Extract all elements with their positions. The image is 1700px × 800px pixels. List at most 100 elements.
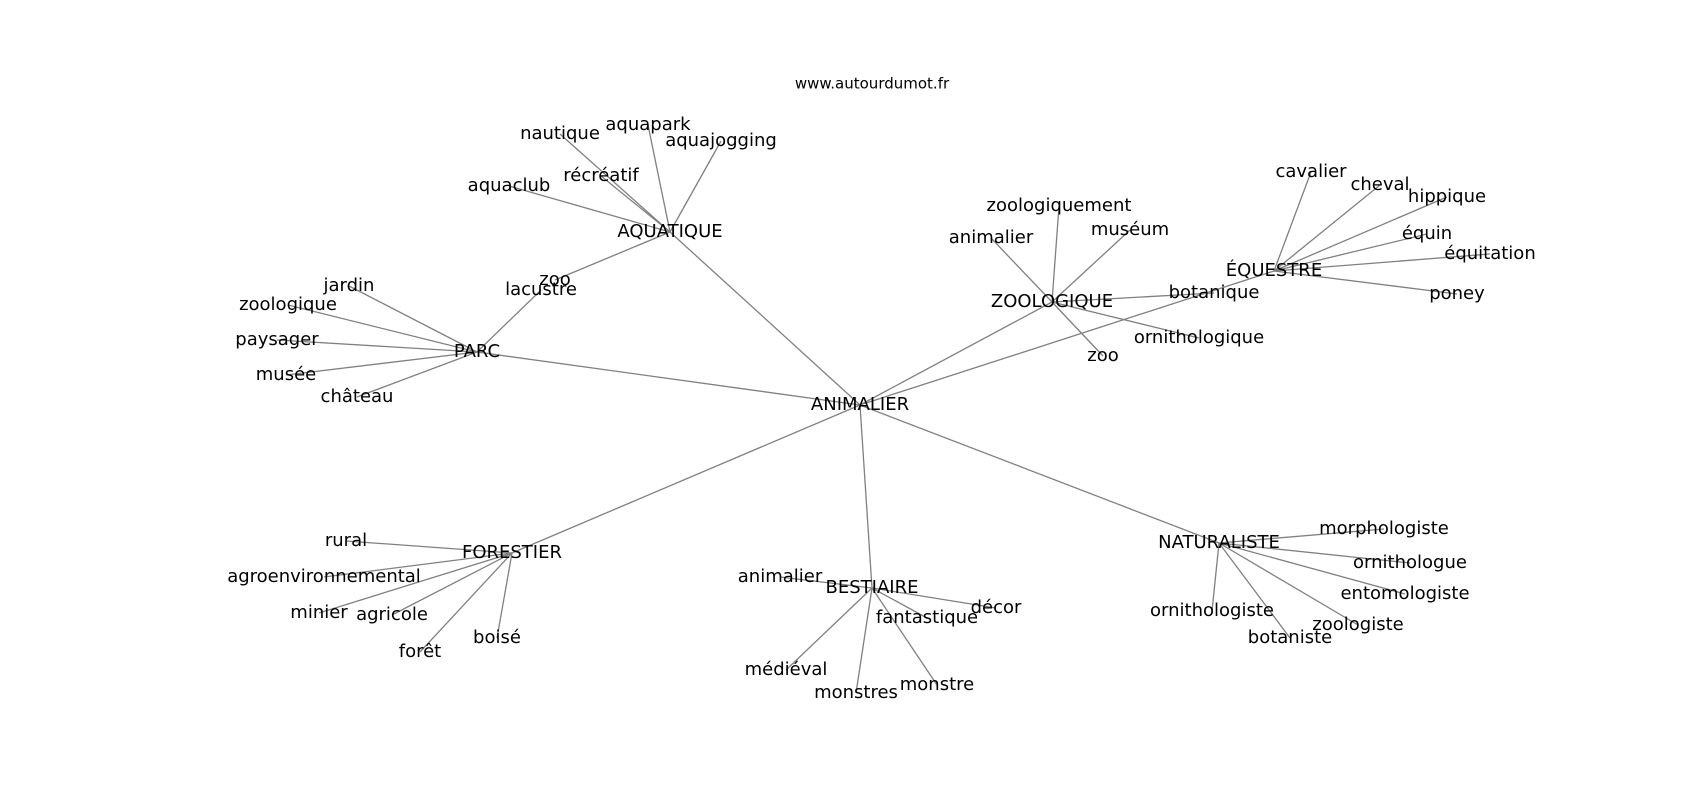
- node-fo-boise[interactable]: boisé: [473, 627, 521, 648]
- edge-parc-pa-musee: [285, 351, 478, 376]
- source-label: www.autourdumot.fr: [795, 75, 950, 93]
- node-na-entomologiste[interactable]: entomologiste: [1340, 583, 1469, 604]
- edge-parc-pa-lacustre: [476, 289, 542, 353]
- node-fo-minier[interactable]: minier: [290, 602, 348, 623]
- edge-naturaliste-na-ornithologiste: [1211, 542, 1220, 612]
- node-animalier[interactable]: ANIMALIER: [811, 394, 909, 415]
- edge-forestier-fo-agroenvironnemental: [323, 552, 513, 578]
- edge-aquatique-aq-aquapark: [647, 124, 671, 233]
- node-pa-zoologique[interactable]: zoologique: [239, 294, 337, 315]
- node-zo-zoologiquement[interactable]: zoologiquement: [987, 195, 1132, 216]
- node-pa-jardin[interactable]: jardin: [323, 275, 375, 296]
- edge-aquatique-aq-nautique: [559, 133, 671, 233]
- node-aq-aquajogging[interactable]: aquajogging: [665, 130, 777, 151]
- node-eq-equin[interactable]: équin: [1402, 223, 1452, 244]
- edge-bestiaire-be-monstre: [871, 587, 938, 686]
- node-be-animalier[interactable]: animalier: [738, 566, 823, 587]
- edge-bestiaire-be-animalier: [779, 576, 873, 589]
- edge-animalier-bestiaire: [859, 404, 873, 589]
- node-naturaliste[interactable]: NATURALISTE: [1158, 532, 1280, 553]
- node-aq-recreatif[interactable]: récréatif: [563, 165, 639, 186]
- edge-naturaliste-na-ornithologue: [1218, 542, 1411, 564]
- node-pa-musee[interactable]: musée: [256, 364, 316, 385]
- node-na-zoologiste[interactable]: zoologiste: [1312, 614, 1403, 635]
- edge-animalier-zoologique: [859, 301, 1053, 406]
- node-forestier[interactable]: FORESTIER: [462, 542, 562, 563]
- edge-forestier-fo-boise: [496, 552, 513, 639]
- node-na-botaniste[interactable]: botaniste: [1248, 627, 1332, 648]
- edge-zoologique-zo-ornithologique: [1051, 301, 1200, 339]
- edge-equestre-eq-equin: [1273, 233, 1428, 272]
- edge-equestre-eq-hippique: [1273, 196, 1448, 272]
- node-na-morphologiste[interactable]: morphologiste: [1319, 518, 1449, 539]
- edge-bestiaire-be-medieval: [785, 587, 873, 671]
- node-fo-agricole[interactable]: agricole: [356, 604, 428, 625]
- node-be-decor[interactable]: décor: [971, 597, 1022, 618]
- node-eq-cheval[interactable]: cheval: [1350, 174, 1409, 195]
- edge-parc-pa-zoologique: [287, 304, 478, 353]
- graph-labels: ANIMALIER AQUATIQUE PARC ZOOLOGIQUE ÉQUESTRE…: [227, 114, 1536, 703]
- graph-edges: [276, 124, 1491, 694]
- node-aq-zoo[interactable]: zoo: [539, 269, 570, 290]
- node-aq-nautique[interactable]: nautique: [520, 123, 600, 144]
- node-be-medieval[interactable]: médiéval: [745, 659, 828, 680]
- node-zoologique[interactable]: ZOOLOGIQUE: [991, 291, 1113, 312]
- edge-forestier-fo-rural: [345, 540, 513, 554]
- edge-equestre-eq-equitation: [1273, 253, 1491, 272]
- edge-zoologique-zo-animalier: [990, 237, 1053, 303]
- edge-bestiaire-be-fantastique: [871, 587, 928, 619]
- edge-bestiaire-be-decor: [871, 587, 997, 609]
- edge-forestier-fo-minier: [318, 552, 513, 614]
- node-na-ornithologue[interactable]: ornithologue: [1353, 552, 1467, 573]
- node-fo-rural[interactable]: rural: [325, 530, 367, 551]
- edge-equestre-eq-cavalier: [1273, 171, 1312, 272]
- node-parc[interactable]: PARC: [454, 341, 500, 362]
- edge-bestiaire-be-monstres: [855, 587, 873, 694]
- node-zo-botanique[interactable]: botanique: [1169, 282, 1260, 303]
- node-zo-zoo[interactable]: zoo: [1087, 345, 1118, 366]
- node-eq-equitation[interactable]: équitation: [1444, 243, 1535, 264]
- node-fo-agroenvironnemental[interactable]: agroenvironnemental: [227, 566, 421, 587]
- node-be-monstres[interactable]: monstres: [814, 682, 898, 703]
- node-aquatique[interactable]: AQUATIQUE: [617, 221, 722, 242]
- node-fo-foret[interactable]: forêt: [399, 641, 442, 662]
- node-zo-ornithologique[interactable]: ornithologique: [1134, 327, 1264, 348]
- node-pa-chateau[interactable]: château: [321, 386, 394, 407]
- edge-animalier-parc: [476, 351, 861, 406]
- node-eq-poney[interactable]: poney: [1429, 283, 1485, 304]
- edge-zoologique-zo-zoo: [1051, 301, 1104, 357]
- edge-aquatique-aq-recreatif: [600, 175, 671, 233]
- node-zo-museum[interactable]: muséum: [1091, 219, 1169, 240]
- edge-zoologique-zo-zoologiquement: [1051, 205, 1060, 303]
- edge-parc-pa-jardin: [348, 285, 478, 353]
- edge-naturaliste-na-botaniste: [1218, 542, 1291, 639]
- edge-parc-pa-paysager: [276, 339, 478, 353]
- edge-equestre-eq-poney: [1273, 270, 1458, 295]
- node-equestre[interactable]: ÉQUESTRE: [1226, 259, 1322, 281]
- edge-animalier-naturaliste: [859, 404, 1220, 544]
- edge-parc-pa-chateau: [356, 351, 478, 398]
- edge-zoologique-zo-botanique: [1051, 292, 1215, 303]
- node-aq-aquaclub[interactable]: aquaclub: [468, 175, 551, 196]
- node-bestiaire[interactable]: BESTIAIRE: [826, 577, 919, 598]
- node-aq-aquapark[interactable]: aquapark: [605, 114, 691, 135]
- node-be-monstre[interactable]: monstre: [900, 674, 974, 695]
- edge-zoologique-zo-museum: [1051, 229, 1131, 303]
- edge-aquatique-aq-aquaclub: [508, 185, 671, 233]
- node-eq-cavalier[interactable]: cavalier: [1275, 161, 1347, 182]
- edge-forestier-fo-agricole: [391, 552, 513, 616]
- node-pa-lacustre[interactable]: lacustre: [505, 279, 577, 300]
- edge-animalier-aquatique: [669, 231, 861, 406]
- node-na-ornithologiste[interactable]: ornithologiste: [1150, 600, 1274, 621]
- edge-aquatique-aq-zoo: [554, 231, 671, 281]
- node-pa-paysager[interactable]: paysager: [235, 329, 319, 350]
- node-be-fantastique[interactable]: fantastique: [876, 607, 978, 628]
- edge-equestre-eq-cheval: [1273, 184, 1381, 272]
- edge-naturaliste-na-entomologiste: [1218, 542, 1406, 595]
- edge-forestier-fo-foret: [419, 552, 513, 653]
- node-zo-animalier[interactable]: animalier: [949, 227, 1034, 248]
- node-eq-hippique[interactable]: hippique: [1408, 186, 1486, 207]
- edge-aquatique-aq-aquajogging: [669, 140, 722, 233]
- edge-animalier-forestier: [511, 404, 861, 554]
